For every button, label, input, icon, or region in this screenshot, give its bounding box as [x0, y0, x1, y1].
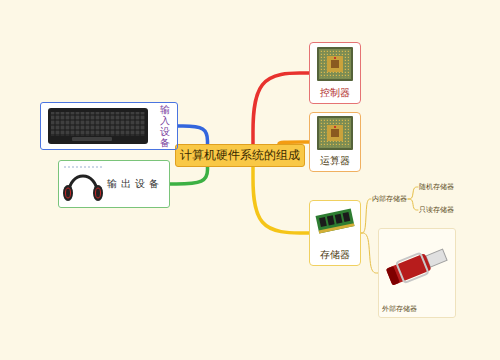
topic-text: 控制器: [320, 86, 350, 100]
branch-card: 存储器: [309, 200, 361, 266]
topic-text: 外部存储器: [382, 304, 417, 314]
image-card: 外部存储器: [378, 228, 456, 318]
branch-card: 输出设备: [58, 160, 170, 208]
topic-text: 输出设备: [107, 177, 163, 191]
branch-card: 运算器: [309, 112, 361, 172]
branch-line: [408, 187, 418, 199]
headphones-icon: [63, 167, 103, 201]
topic-text: 运算器: [320, 154, 350, 168]
topic-text: 存储器: [320, 248, 350, 262]
sub-topic: 只读存储器: [418, 204, 455, 216]
branch-line: [253, 167, 309, 233]
sub-topic: 随机存储器: [418, 181, 455, 193]
branch-line: [253, 73, 309, 144]
topic-text: 内部存储器: [372, 194, 407, 204]
keyboard-icon: [48, 108, 148, 144]
branch-line: [361, 233, 378, 273]
branch-line: [361, 199, 371, 233]
sub-topic: 内部存储器: [371, 193, 408, 205]
alu-chip-icon: [317, 116, 353, 150]
topic-text: 只读存储器: [419, 205, 454, 215]
cpu-chip-icon: [317, 47, 353, 81]
usb-drive-icon: [385, 245, 449, 288]
branch-card: 控制器: [309, 42, 361, 104]
topic-text: 计算机硬件系统的组成: [180, 147, 300, 164]
ram-stick-icon: [316, 208, 355, 233]
branch-line: [408, 199, 418, 210]
topic-text: 输入设备: [160, 104, 170, 148]
branch-card: 输入设备: [40, 102, 178, 150]
branch-line: [178, 126, 208, 144]
box-fills: [40, 42, 456, 318]
topic-text: 随机存储器: [419, 182, 454, 192]
central-topic: 计算机硬件系统的组成: [175, 144, 305, 167]
branch-line: [170, 167, 208, 184]
